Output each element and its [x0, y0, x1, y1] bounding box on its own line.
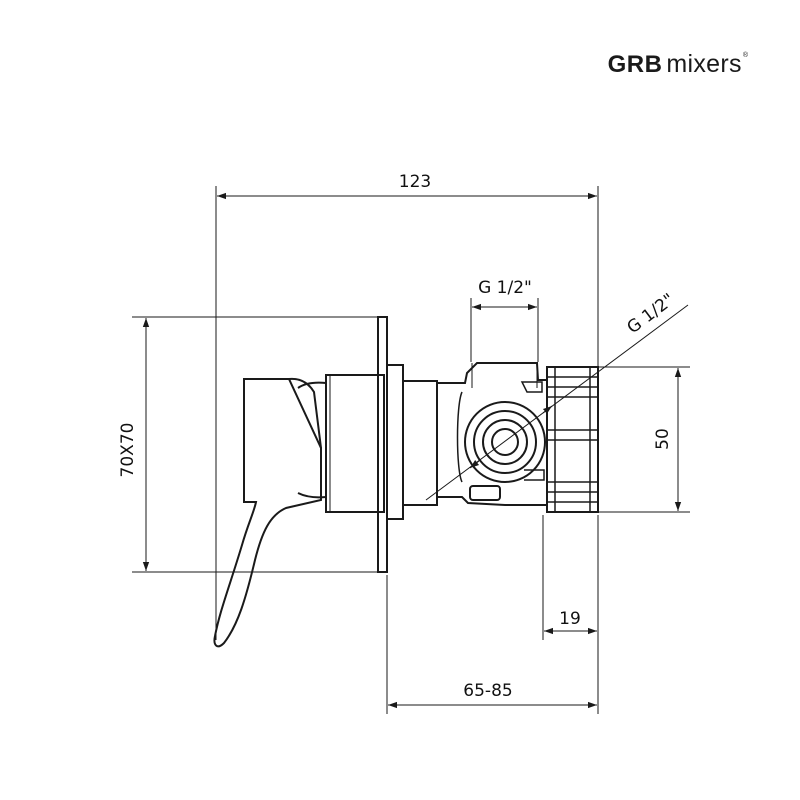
- inlet-port: [464, 401, 546, 483]
- wall-sleeve: [386, 364, 438, 520]
- handle-collar: [297, 374, 385, 513]
- dim-label-inlet-thread: G 1/2": [624, 290, 679, 338]
- mounting-box: [546, 366, 599, 513]
- dim-overall-width: 123: [215, 172, 599, 640]
- dim-outlet-thread: G 1/2": [470, 278, 539, 362]
- dim-label-install-depth: 65-85: [463, 681, 512, 701]
- dim-install-depth: 65-85: [386, 575, 599, 714]
- brand-name-light: mixers: [666, 50, 742, 78]
- valve-body: [436, 362, 548, 506]
- dim-body-height: 50: [598, 366, 690, 513]
- brand-name-bold: GRB: [607, 51, 663, 78]
- dim-label-body-depth: 19: [559, 609, 581, 629]
- brand-logo: GRB mixers ®: [608, 50, 748, 79]
- lever-handle: [213, 377, 322, 648]
- cover-plate: [377, 316, 388, 573]
- dim-label-overall-width: 123: [399, 172, 431, 192]
- dim-plate-size: 70X70: [118, 316, 384, 573]
- dim-label-outlet-thread: G 1/2": [478, 278, 532, 298]
- dim-label-body-height: 50: [653, 428, 673, 450]
- dim-inlet-thread: G 1/2": [425, 290, 689, 501]
- dim-body-depth: 19: [542, 515, 599, 640]
- registered-mark: ®: [742, 52, 748, 59]
- dim-label-plate-size: 70X70: [118, 423, 138, 478]
